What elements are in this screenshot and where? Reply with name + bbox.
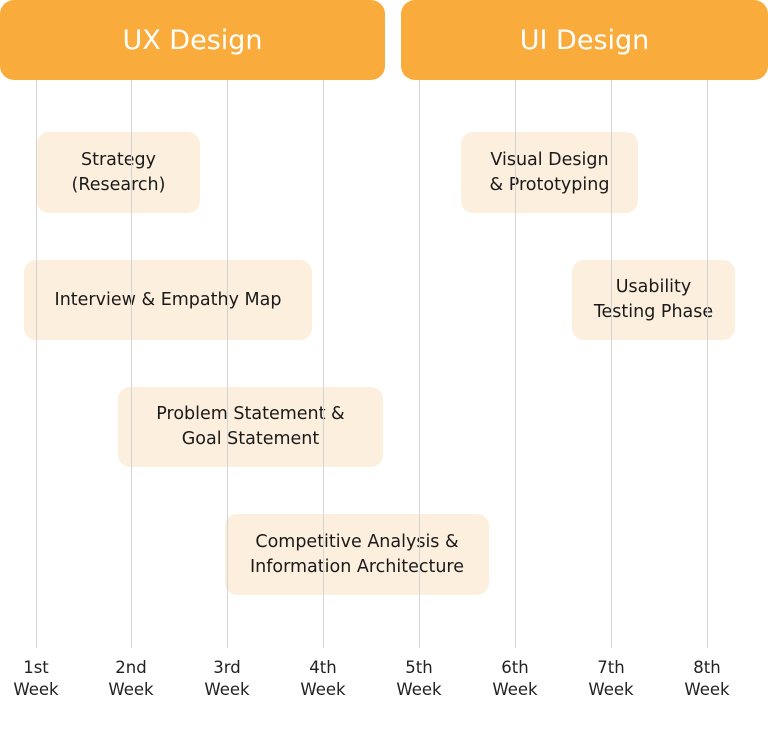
task-problem-statement: Problem Statement & Goal Statement [118, 387, 383, 467]
week-gridline [611, 80, 612, 648]
week-gridline [131, 80, 132, 648]
week-gridline [515, 80, 516, 648]
task-competitive-analysis: Competitive Analysis & Information Archi… [225, 514, 489, 595]
task-interview: Interview & Empathy Map [24, 260, 312, 340]
task-strategy: Strategy (Research) [37, 132, 200, 213]
phase-ui-design: UI Design [401, 0, 768, 80]
week-gridline [36, 80, 37, 648]
week-label: 6th Week [492, 658, 538, 699]
phase-ux-design: UX Design [0, 0, 385, 80]
week-label: 7th Week [588, 658, 634, 699]
week-label: 4th Week [300, 658, 346, 699]
week-label: 8th Week [684, 658, 730, 699]
task-usability-testing: Usability Testing Phase [572, 260, 735, 340]
week-label: 1st Week [13, 658, 59, 699]
week-gridline [419, 80, 420, 648]
week-label: 2nd Week [108, 658, 154, 699]
week-label: 3rd Week [204, 658, 250, 699]
task-visual-design: Visual Design & Prototyping [461, 132, 638, 213]
week-gridline [323, 80, 324, 648]
week-gridline [227, 80, 228, 648]
week-label: 5th Week [396, 658, 442, 699]
week-gridline [707, 80, 708, 648]
